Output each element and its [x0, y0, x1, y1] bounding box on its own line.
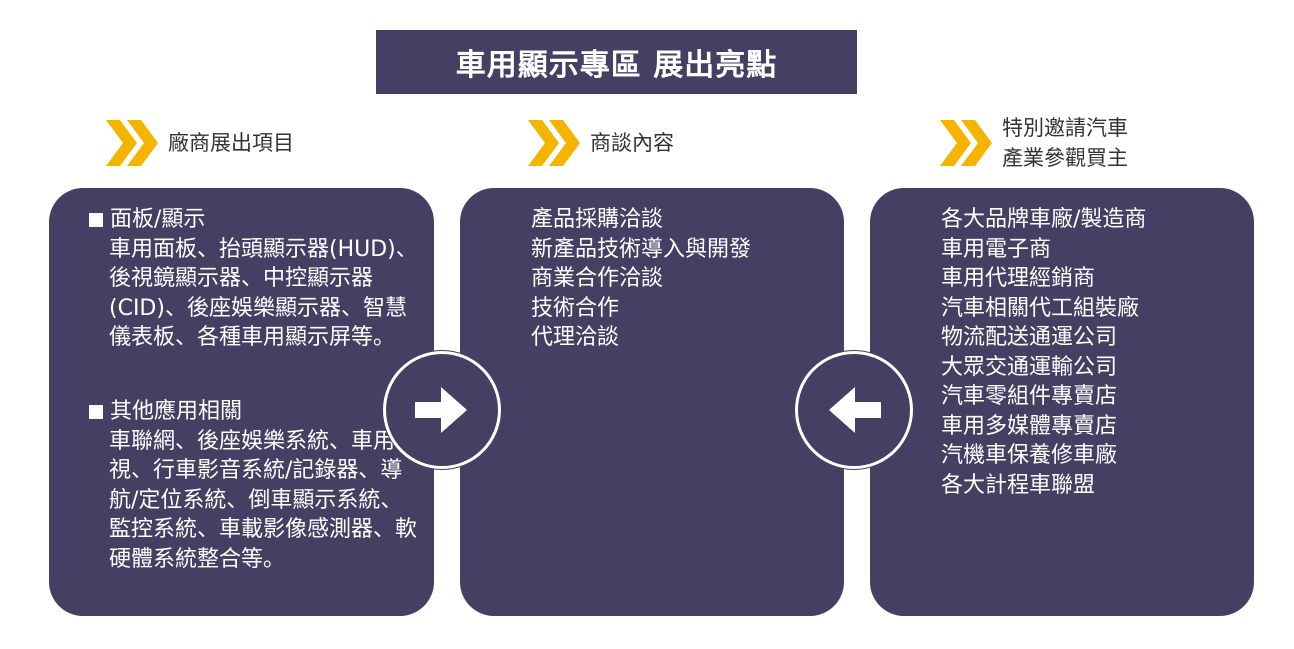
arrow-right-icon	[415, 387, 467, 433]
exhibit-section-title: 面板/顯示	[89, 205, 418, 235]
list-item: 代理洽談	[531, 325, 620, 350]
list-item: 汽車相關代工組裝廠	[941, 295, 1140, 321]
double-chevron-right-icon	[106, 120, 158, 166]
exhibit-section-desc: 車聯網、後座娛樂系統、車用電視、行車影音系統/記錄器、導航/定位系統、倒車顯示系…	[109, 428, 418, 572]
square-bullet-icon	[89, 404, 103, 419]
column-header-label: 特別邀請汽車 產業參觀買主	[1002, 116, 1128, 170]
column-header-negotiation: 商談內容	[528, 120, 674, 166]
exhibit-section-title-text: 其他應用相關	[110, 399, 243, 424]
page-title: 車用顯示專區 展出亮點	[376, 30, 857, 94]
list-item: 汽機車保養修車廠	[941, 443, 1118, 468]
arrow-left-connector	[795, 351, 913, 469]
negotiation-list: 產品採購洽談 新產品技術導入與開發 商業合作洽談 技術合作 代理洽談	[531, 205, 751, 353]
list-item: 汽車零組件專賣店	[941, 384, 1118, 409]
list-item: 商業合作洽談	[531, 266, 664, 291]
list-item: 各大品牌車廠/製造商	[941, 207, 1147, 232]
exhibit-section-title: 其他應用相關	[89, 397, 418, 427]
column-header-label: 廠商展出項目	[168, 131, 294, 155]
exhibits-panel: 面板/顯示 車用面板、抬頭顯示器(HUD)、後視鏡顯示器、中控顯示器(CID)、…	[49, 188, 434, 616]
exhibit-section-display: 面板/顯示 車用面板、抬頭顯示器(HUD)、後視鏡顯示器、中控顯示器(CID)、…	[89, 205, 418, 353]
arrow-right-connector	[383, 351, 501, 469]
exhibit-section-title-text: 面板/顯示	[110, 207, 206, 232]
exhibit-section-other: 其他應用相關 車聯網、後座娛樂系統、車用電視、行車影音系統/記錄器、導航/定位系…	[89, 397, 418, 574]
arrow-left-icon	[829, 387, 881, 433]
list-item: 車用代理經銷商	[941, 266, 1096, 291]
double-chevron-right-icon	[528, 120, 580, 166]
column-header-label: 商談內容	[590, 131, 674, 155]
list-item: 新產品技術導入與開發	[531, 236, 752, 262]
list-item: 車用電子商	[941, 236, 1052, 262]
list-item: 產品採購洽談	[531, 207, 664, 232]
buyers-list: 各大品牌車廠/製造商 車用電子商 車用代理經銷商 汽車相關代工組裝廠 物流配送通…	[941, 205, 1146, 500]
negotiation-panel: 產品採購洽談 新產品技術導入與開發 商業合作洽談 技術合作 代理洽談	[460, 188, 844, 616]
buyers-panel: 各大品牌車廠/製造商 車用電子商 車用代理經銷商 汽車相關代工組裝廠 物流配送通…	[870, 188, 1254, 616]
square-bullet-icon	[89, 212, 103, 227]
list-item: 各大計程車聯盟	[941, 472, 1096, 498]
list-item: 大眾交通運輸公司	[941, 354, 1118, 380]
list-item: 物流配送通運公司	[941, 325, 1118, 350]
exhibit-section-desc: 車用面板、抬頭顯示器(HUD)、後視鏡顯示器、中控顯示器(CID)、後座娛樂顯示…	[109, 236, 418, 351]
double-chevron-right-icon	[940, 120, 992, 166]
column-header-buyers: 特別邀請汽車 產業參觀買主	[940, 113, 1128, 173]
column-header-exhibits: 廠商展出項目	[106, 120, 294, 166]
list-item: 技術合作	[531, 295, 620, 321]
list-item: 車用多媒體專賣店	[941, 413, 1118, 439]
